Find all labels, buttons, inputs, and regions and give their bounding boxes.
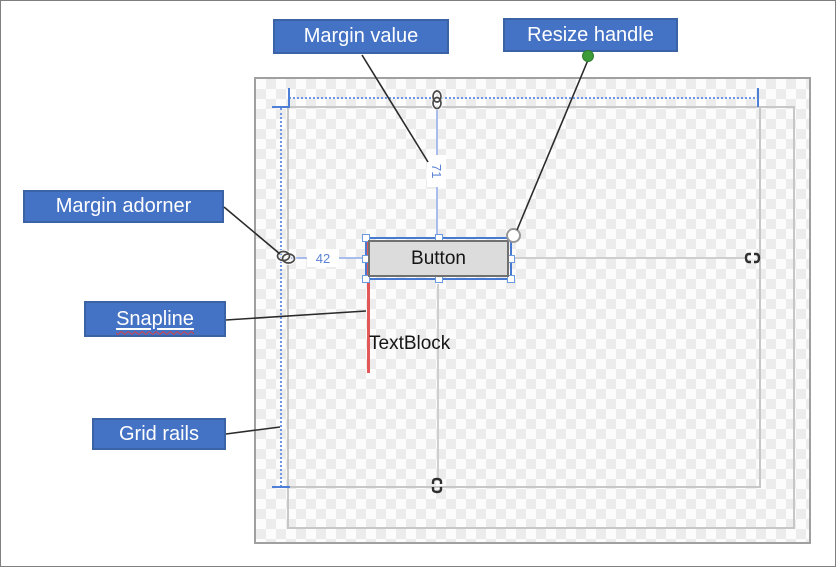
callout-label: Snapline bbox=[116, 307, 194, 330]
grid-rail-tick bbox=[757, 88, 759, 107]
margin-line-right bbox=[514, 257, 745, 259]
callout-label: Margin value bbox=[303, 25, 419, 47]
grid-rail-tick bbox=[288, 88, 290, 107]
snapline bbox=[367, 239, 370, 373]
margin-value-left: 42 bbox=[307, 249, 339, 267]
textblock-control[interactable]: TextBlock bbox=[369, 333, 451, 354]
resize-handle[interactable] bbox=[506, 228, 521, 243]
grid-rail-top[interactable] bbox=[289, 97, 759, 99]
callout-snapline: Snapline bbox=[84, 301, 226, 337]
chain-anchor-top-icon[interactable] bbox=[430, 89, 444, 111]
chain-anchor-left-icon[interactable] bbox=[275, 249, 297, 266]
margin-line-bottom bbox=[437, 284, 439, 480]
callout-dot-icon bbox=[582, 50, 594, 62]
grid-rail-tick bbox=[272, 106, 290, 108]
callout-margin-value: Margin value bbox=[273, 19, 449, 54]
callout-margin-adorner: Margin adorner bbox=[23, 190, 224, 223]
grid-bounds bbox=[287, 106, 761, 488]
button-control[interactable]: Button bbox=[368, 240, 509, 277]
chain-open-bottom-icon[interactable] bbox=[431, 477, 443, 494]
selection-handle[interactable] bbox=[362, 234, 370, 242]
selection-handle[interactable] bbox=[362, 275, 370, 283]
callout-label: Margin adorner bbox=[55, 195, 192, 217]
callout-resize-handle: Resize handle bbox=[503, 18, 678, 52]
callout-label: Resize handle bbox=[527, 23, 654, 46]
callout-label: Grid rails bbox=[118, 422, 199, 445]
chain-open-right-icon[interactable] bbox=[744, 252, 761, 264]
grid-rail-left[interactable] bbox=[280, 108, 282, 487]
margin-value-top: 71 bbox=[427, 155, 446, 187]
spellcheck-squiggle: Snapline bbox=[116, 308, 194, 331]
callout-grid-rails: Grid rails bbox=[92, 418, 226, 450]
selection-handle[interactable] bbox=[507, 275, 515, 283]
grid-rail-tick bbox=[272, 486, 290, 488]
